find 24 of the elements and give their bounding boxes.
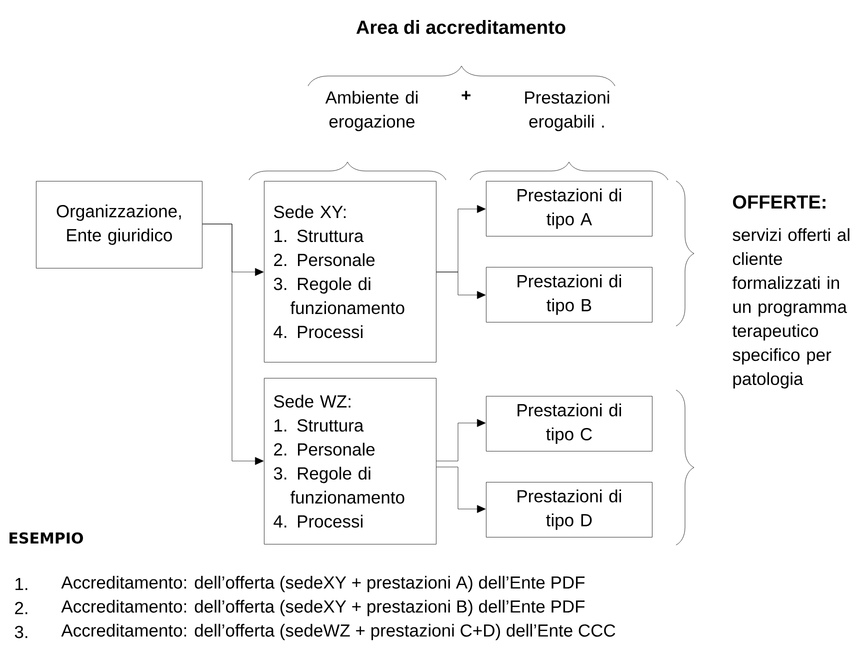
service-box: Prestazioni di tipo C bbox=[486, 396, 652, 452]
arrow bbox=[436, 419, 486, 462]
site-box: Sede WZ: 1. Struttura 2. Personale 3. Regole di funzionamento 4. Processi bbox=[264, 378, 436, 544]
site-box: Sede XY: 1. Struttura 2. Personale 3. Regole di funzionamento 4. Processi bbox=[264, 181, 436, 362]
description: servizi offerti al cliente formalizzati in un programma terapeutico specifico per patologia bbox=[732, 228, 850, 389]
organization-box: Organizzazione, Ente giuridico bbox=[36, 181, 202, 268]
service-box: Prestazioni di tipo D bbox=[486, 482, 652, 538]
arrow bbox=[202, 224, 264, 465]
list-item: Accreditamento: dell’offerta (sedeXY + prestazioni A) dell’Ente PDF bbox=[61, 576, 585, 592]
service-box: Prestazioni di tipo B bbox=[486, 267, 652, 322]
list-item: Accreditamento: dell’offerta (sedeXY + prestazioni B) dell’Ente PDF bbox=[61, 600, 585, 616]
list-number: 1. bbox=[16, 578, 28, 590]
heading: OFFERTE: bbox=[733, 195, 826, 209]
title: Area di accreditamento bbox=[356, 20, 566, 34]
service-box: Prestazioni di tipo A bbox=[486, 181, 652, 236]
brace-label: Ambiente di erogazione bbox=[325, 90, 418, 132]
list-item: Accreditamento: dell’offerta (sedeWZ + prestazioni C+D) dell’Ente CCC bbox=[61, 624, 616, 640]
arrow bbox=[436, 272, 486, 299]
brace-label: Prestazioni erogabili . bbox=[525, 90, 610, 132]
heading: ESEMPIO bbox=[10, 532, 83, 544]
list-number: 3. bbox=[14, 626, 28, 638]
arrow bbox=[436, 466, 486, 513]
plus-sign: + bbox=[462, 90, 470, 100]
list-number: 2. bbox=[15, 602, 28, 614]
